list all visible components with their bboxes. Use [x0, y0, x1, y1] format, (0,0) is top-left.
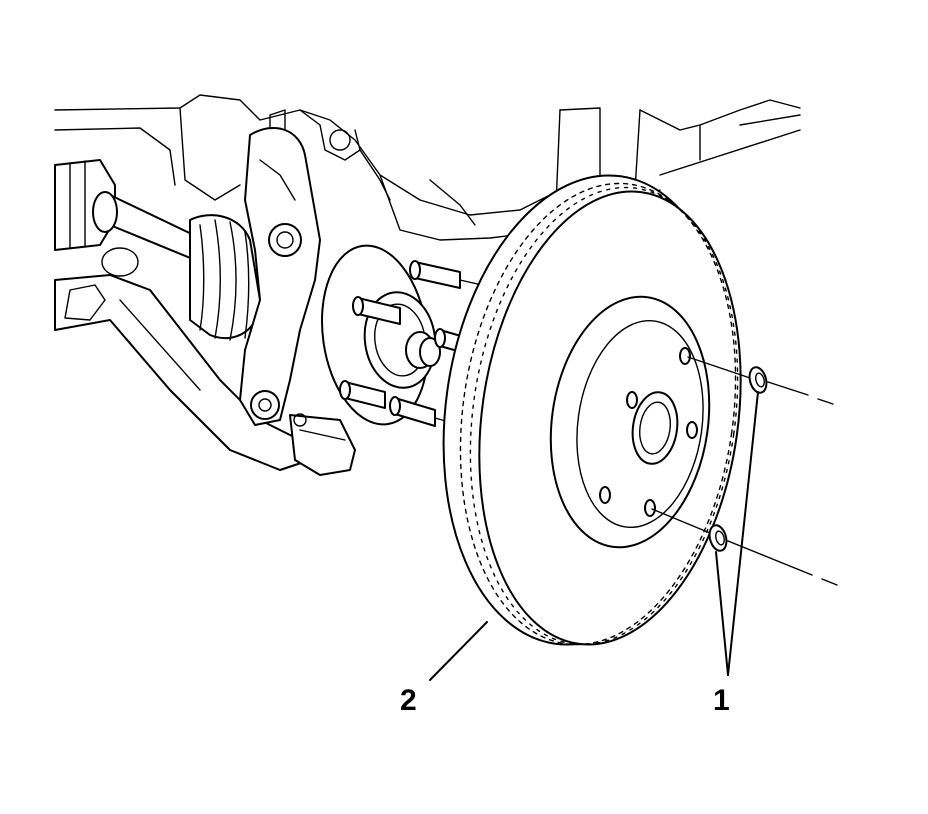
drive-axle-shaft: [54, 159, 261, 341]
lower-control-arm: [54, 247, 311, 471]
callout-label-1: 1: [713, 684, 730, 717]
vehicle-frame-structure: [54, 94, 801, 241]
rotor-retaining-fasteners: [651, 356, 838, 586]
callout-label-2: 2: [400, 684, 417, 717]
steering-knuckle: [239, 126, 356, 476]
callout-leader-lines: [429, 391, 759, 681]
brake-rotor: [442, 174, 742, 646]
